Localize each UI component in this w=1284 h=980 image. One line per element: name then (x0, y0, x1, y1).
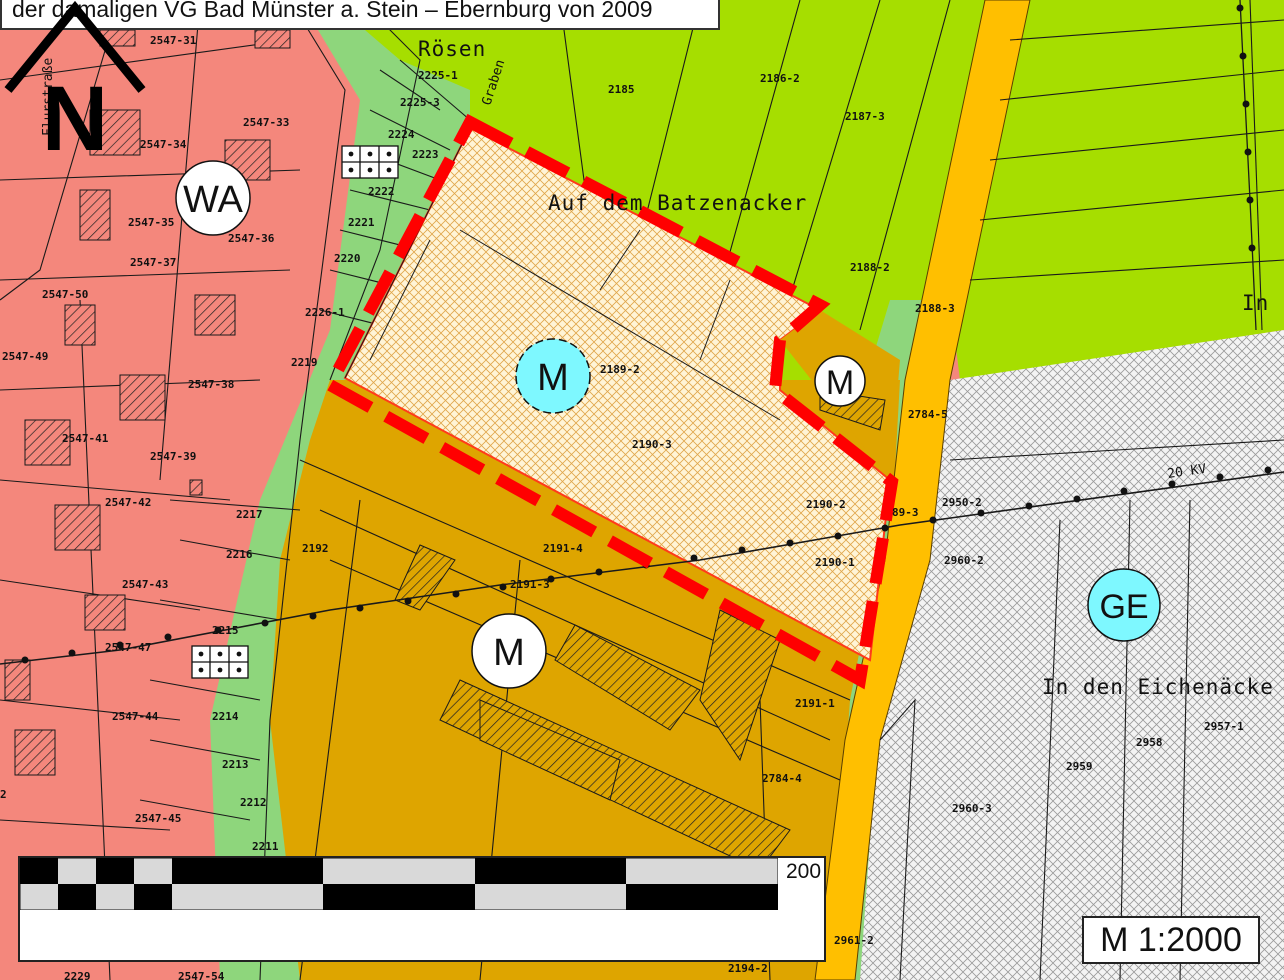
parcel-label: 2547-44 (112, 710, 159, 723)
industrial-area (860, 330, 1284, 980)
zone-circle-ge (1087, 568, 1161, 642)
parcel-label: 2220 (334, 252, 361, 265)
parcel-label: 2186-2 (760, 72, 800, 85)
parcel-label: 2547-38 (188, 378, 234, 391)
street-label-flurstrasse: Flurstraße (41, 58, 56, 136)
parcel-label: 2547-36 (228, 232, 275, 245)
parcel-label: 2212 (240, 796, 267, 809)
scale-bar-box: 0 40 80 120 160 200 (18, 856, 826, 962)
zone-label-m-lower: M (493, 632, 525, 674)
header-caption: der damaligen VG Bad Münster a. Stein – … (0, 0, 720, 30)
parcel-label: 2229 (64, 970, 91, 980)
map-scale-ratio: M 1:2000 (1082, 916, 1260, 964)
power-line-label: 20 KV (1166, 462, 1207, 482)
street-label-in: In (1242, 291, 1269, 315)
street-label-roesen: Rösen (418, 37, 486, 61)
parcel-label: 2225-3 (400, 96, 440, 109)
parcel-label: 2547-47 (105, 641, 151, 654)
parcel-label: 2219 (291, 356, 318, 369)
zone-circle-m-small (814, 355, 866, 407)
parcel-label: 2191-1 (795, 697, 835, 710)
parcel-label: 2192 (302, 542, 329, 555)
parcel-label: 2547-33 (243, 116, 289, 129)
scale-bar (20, 858, 778, 910)
zone-label-m-small: M (826, 364, 854, 402)
parcel-label: 2960-3 (952, 802, 992, 815)
parcel-label: 2547-50 (42, 288, 88, 301)
parcel-label: 2214 (212, 710, 239, 723)
parcel-label: 2194-2 (728, 962, 768, 975)
zone-label-wa: WA (183, 179, 243, 221)
parcel-label: 2547-35 (128, 216, 174, 229)
parcel-label: 2547-49 (2, 350, 48, 363)
parcel-label: 2547-43 (122, 578, 168, 591)
parcel-label: 2190-2 (806, 498, 846, 511)
zone-circle-m-main (515, 338, 591, 414)
parcel-label: 2188-2 (850, 261, 890, 274)
north-arrow-icon: N (4, 0, 146, 160)
parcel-label: 2547-54 (178, 970, 225, 980)
parcel-label: 2189-2 (600, 363, 640, 376)
parcel-label: 2950-2 (942, 496, 982, 509)
parcel-label: 2216 (226, 548, 253, 561)
parcel-label: 2547-42 (105, 496, 151, 509)
parcel-label: 2221 (348, 216, 375, 229)
parcel-label: 2784-4 (762, 772, 802, 785)
parcel-label: 2190-3 (632, 438, 672, 451)
parcel-label: 2961-2 (834, 934, 874, 947)
parcel-label: 2547-41 (62, 432, 109, 445)
buildings (4, 29, 886, 871)
parcel-label: 2213 (222, 758, 249, 771)
parcel-label: 2191-3 (510, 578, 550, 591)
parcel-label: 2784-5 (908, 408, 948, 421)
zone-label-m-main: M (537, 357, 569, 399)
parcel-label: 2222 (368, 185, 395, 198)
inner-parcel-lines (344, 127, 781, 421)
parcel-label: 2547-39 (150, 450, 196, 463)
street-label-eichenaecker: In den Eichenäcke (1042, 675, 1274, 699)
parcel-label: 2958 (1136, 736, 1163, 749)
parcel-label: 2226-1 (305, 306, 345, 319)
garage-symbol (341, 145, 399, 179)
parcel-label: 2225-1 (418, 69, 458, 82)
scale-tick-label: 200 (786, 860, 822, 883)
parcel-label: 2547-37 (130, 256, 176, 269)
zone-circle-wa (175, 160, 251, 236)
parcel-label: 2185 (608, 83, 635, 96)
zone-circle-m-lower (471, 613, 547, 689)
north-arrow-letter: N (42, 68, 108, 160)
agricultural-area-east (950, 0, 1284, 380)
parcel-label: 2957-1 (1204, 720, 1244, 733)
parcel-label: 2960-2 (944, 554, 984, 567)
parcel-label: 2191-4 (543, 542, 583, 555)
agricultural-area (330, 0, 1000, 400)
plan-boundary (321, 113, 899, 690)
parcel-label: 2223 (412, 148, 439, 161)
parcel-label: 2224 (388, 128, 415, 141)
parcel-labels: 2547-31 2547-33 2547-34 2547-35 2547-36 … (0, 34, 1244, 980)
parcel-label: 2188-3 (915, 302, 955, 315)
garage-symbol (191, 645, 249, 679)
parcel-label: 2217 (236, 508, 263, 521)
parcel-label: 2547-31 (150, 34, 197, 47)
parcel-label: 2 (0, 788, 7, 801)
parcel-label: 2190-1 (815, 556, 855, 569)
parcel-label: 2959 (1066, 760, 1093, 773)
zone-label-ge: GE (1099, 588, 1148, 626)
parcel-label: 89-3 (892, 506, 919, 519)
parcel-label: 2215 (212, 624, 239, 637)
parcel-label: 2211 (252, 840, 279, 853)
parcel-label: 2547-34 (140, 138, 187, 151)
parcel-label: 2547-45 (135, 812, 181, 825)
parcel-label: 2187-3 (845, 110, 885, 123)
street-label-batzenacker: Auf dem Batzenacker (548, 191, 807, 215)
